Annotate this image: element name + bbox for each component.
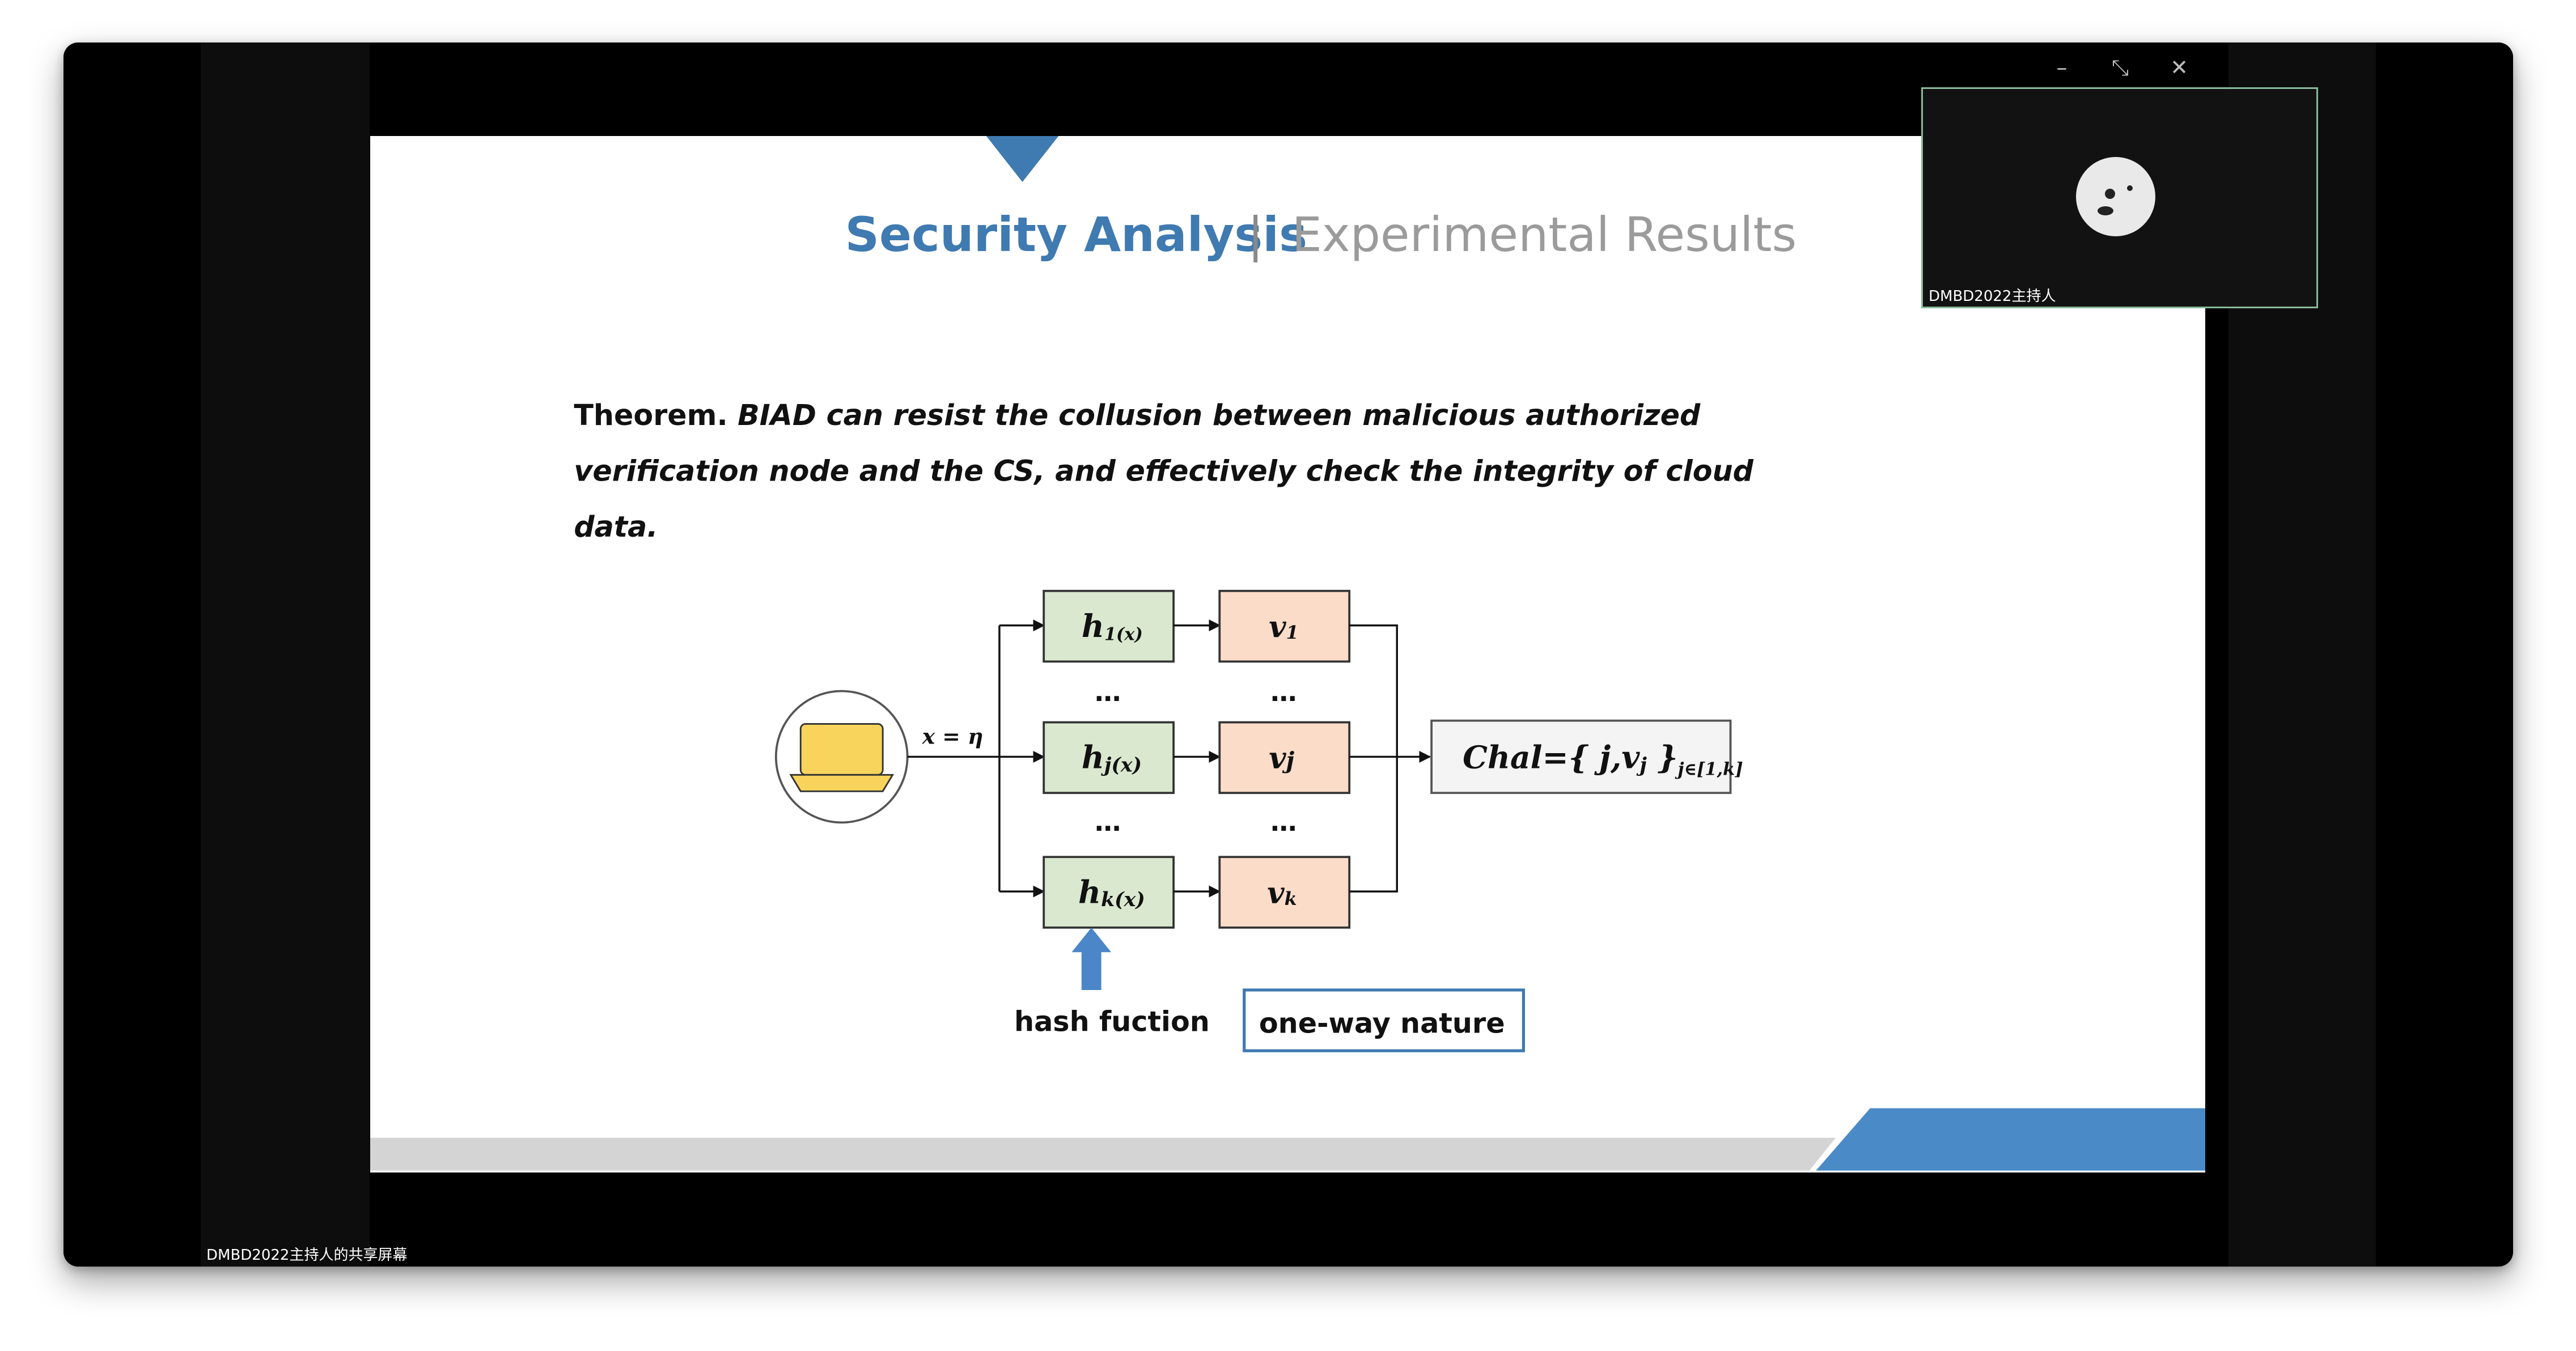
input-label: x = η: [922, 724, 984, 749]
theorem-label: Theorem.: [574, 398, 727, 432]
hash-node-j: [1043, 721, 1175, 795]
value-label-j: vj: [1269, 741, 1294, 776]
hash-caption: hash fuction: [1014, 1005, 1210, 1038]
hash-node-k: [1043, 856, 1175, 929]
value-node-k: [1218, 856, 1351, 929]
property-box: [1243, 988, 1526, 1052]
value-label-1: v1: [1269, 610, 1298, 644]
minimize-icon: –: [2056, 55, 2067, 80]
meeting-window: – ⤡ ✕ Security Analysis | Experimental R…: [63, 43, 2513, 1267]
hash-ellipsis-bottom: …: [1095, 806, 1121, 837]
challenge-node: [1430, 719, 1732, 795]
fullscreen-button[interactable]: ⤡: [2103, 50, 2137, 84]
tab-security-analysis: Security Analysis: [845, 207, 1308, 262]
value-ellipsis-bottom: …: [1270, 806, 1297, 837]
value-node-j: [1218, 721, 1351, 795]
hash-label-k: hk(x): [1078, 873, 1145, 911]
tab-separator: |: [1248, 207, 1264, 262]
window-right-margin: [2376, 43, 2513, 1267]
slide-content: Security Analysis | Experimental Results…: [370, 136, 2205, 1171]
hash-ellipsis-top: …: [1095, 677, 1121, 707]
property-caption: one-way nature: [1259, 1006, 1505, 1039]
avatar: [2076, 157, 2155, 236]
avatar-circle: [2076, 157, 2155, 236]
theorem-text-1: BIAD can resist the collusion between ma…: [738, 398, 1701, 432]
tab-experimental-results: Experimental Results: [1292, 207, 1797, 262]
value-node-1: [1218, 589, 1351, 663]
share-screen-label: DMBD2022主持人的共享屏幕: [206, 1247, 408, 1264]
value-ellipsis-top: …: [1270, 677, 1297, 707]
hash-arrow-icon: [1071, 927, 1111, 990]
footer-gray-band: [370, 1137, 1836, 1171]
fullscreen-icon: ⤡: [2111, 55, 2129, 80]
participant-name: DMBD2022主持人: [1929, 288, 2056, 305]
theorem-line-2: verification node and the CS, and effect…: [574, 454, 1753, 488]
top-marker-triangle: [986, 136, 1059, 182]
hash-node-1: [1043, 589, 1175, 663]
challenge-label: Chal={ j,vj }j∈[1,k]: [1463, 739, 1743, 780]
hash-label-1: h1(x): [1082, 607, 1143, 645]
theorem-line-3: data.: [574, 510, 658, 543]
slide-canvas: Security Analysis | Experimental Results…: [370, 136, 2205, 1171]
shared-slide: Security Analysis | Experimental Results…: [370, 136, 2205, 1172]
participant-video[interactable]: DMBD2022主持人: [1921, 87, 2318, 308]
theorem-line-1: Theorem. BIAD can resist the collusion be…: [574, 398, 1701, 432]
close-icon: ✕: [2170, 55, 2188, 80]
close-button[interactable]: ✕: [2162, 50, 2196, 84]
value-label-k: vk: [1267, 876, 1297, 910]
minimize-button[interactable]: –: [2045, 50, 2079, 84]
laptop-icon: [789, 723, 895, 792]
footer-blue-band: [1816, 1108, 2205, 1171]
window-left-panel: [201, 43, 370, 1267]
hash-label-j: hj(x): [1082, 739, 1142, 777]
merge-line: [1349, 624, 1398, 893]
protocol-diagram: x = η h1(x) hj(x) hk(x): [774, 589, 1743, 1052]
window-left-margin: [63, 43, 201, 1267]
